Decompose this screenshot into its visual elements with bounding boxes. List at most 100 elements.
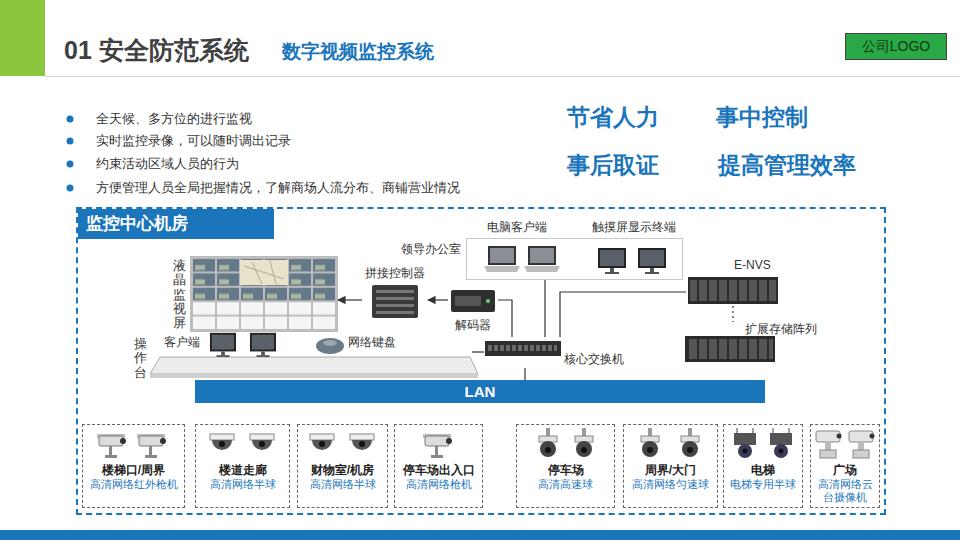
camera-type-label: 高清网络匀速球 <box>626 478 715 491</box>
control-room-frame: 监控中心机房液晶监视屏拼接控制器领导办公室电脑客户端触摸屏显示终端E-NVS解码… <box>76 207 886 515</box>
camera-group: 财物室/机房高清网络半球 <box>297 424 388 508</box>
core-switch: 核心交换机 <box>484 337 630 368</box>
location-label: 电梯 <box>726 463 800 478</box>
nvs-recorder: E-NVS <box>686 258 782 306</box>
storage-bays <box>687 339 773 359</box>
header-bar <box>0 0 45 76</box>
device-slot <box>376 304 414 307</box>
location-label: 楼道走廊 <box>198 463 287 478</box>
device-label: 网络键盘 <box>348 335 396 349</box>
bullet-text: 方便管理人员全局把握情况，了解商场人流分布、商铺营业情况 <box>96 180 460 196</box>
decoder-panel <box>455 296 481 306</box>
gun-camera <box>423 434 452 458</box>
camera-group: 广场高清网络云台摄像机 <box>810 424 880 508</box>
lan-bus: LAN <box>195 380 765 403</box>
logo-text: 公司LOGO <box>862 38 930 56</box>
video-wall-frame <box>190 256 338 332</box>
slogan: 事中控制 <box>716 103 808 131</box>
connector <box>498 300 512 337</box>
camera-type-label: 高清网络半球 <box>198 478 287 491</box>
speed-dome-camera <box>681 428 699 457</box>
decoder: 解码器 <box>448 288 498 334</box>
slogan: 节省人力 <box>567 103 659 131</box>
switch-device <box>485 341 561 356</box>
operator-console: 操作台客户端网络键盘 <box>132 333 472 380</box>
device-label: 拼接控制器 <box>365 266 425 280</box>
device-label: 解码器 <box>455 318 491 332</box>
elevator-camera <box>770 428 792 458</box>
connector <box>338 299 362 300</box>
touch-screen-icon <box>598 248 626 274</box>
splice-controller-device <box>372 285 418 318</box>
speed-dome-camera <box>641 428 659 457</box>
device-label: 触摸屏显示终端 <box>592 220 676 234</box>
dome-camera <box>310 434 334 450</box>
nvs-bays <box>690 280 776 301</box>
camera-group: 周界/大门高清网络匀速球 <box>623 424 718 508</box>
connector <box>524 368 525 380</box>
network-keyboard <box>316 338 344 354</box>
camera-type-label: 高清高速球 <box>519 478 612 491</box>
dome-camera <box>350 434 374 450</box>
slide-subtitle: 数字视频监控系统 <box>282 40 434 64</box>
location-label: 广场 <box>813 463 877 478</box>
camera-type-label: 高清网络云台摄像机 <box>813 478 877 504</box>
leader-office: 领导办公室电脑客户端触摸屏显示终端 <box>466 238 683 280</box>
speed-dome-camera <box>539 428 557 457</box>
infrared-gun-camera <box>137 434 166 458</box>
slogan: 事后取证 <box>567 151 659 179</box>
touch-screen-icon <box>638 248 666 274</box>
console-desk <box>150 357 478 374</box>
camera-type-label: 高清网络半球 <box>300 478 385 491</box>
connector <box>560 292 686 337</box>
ptz-camera <box>849 431 875 458</box>
device-label: 扩展存储阵列 <box>745 322 817 336</box>
keyboard-joystick <box>323 340 337 346</box>
dome-camera <box>250 434 274 450</box>
bullet-text: 实时监控录像，可以随时调出记录 <box>96 133 291 149</box>
header-rule <box>45 76 960 77</box>
connector <box>428 299 448 300</box>
bullet-text: 全天候、多方位的进行监视 <box>96 111 252 127</box>
camera-group: 电梯电梯专用半球 <box>723 424 803 508</box>
bullet-dot <box>67 185 74 192</box>
speed-dome-camera <box>575 428 593 457</box>
nvs-device <box>688 277 778 304</box>
bullet-dot <box>67 161 74 168</box>
bullet-text: 约束活动区域人员的行为 <box>96 156 239 172</box>
dome-camera <box>210 434 234 450</box>
bus-label: LAN <box>465 383 496 400</box>
camera-type-label: 电梯专用半球 <box>726 478 800 491</box>
camera-type-label: 高清网络红外枪机 <box>85 478 182 491</box>
bullet-dot <box>67 138 74 145</box>
camera-group: 楼梯口/周界高清网络红外枪机 <box>82 424 185 508</box>
location-label: 周界/大门 <box>626 463 715 478</box>
ptz-camera <box>816 431 842 458</box>
bullet-dot <box>67 116 74 123</box>
camera-type-label: 高清网络枪机 <box>397 478 480 491</box>
vertical-label: 操作台 <box>134 337 147 380</box>
location-label: 财物室/机房 <box>300 463 385 478</box>
client-monitor <box>250 333 276 357</box>
video-wall-screens <box>192 258 336 301</box>
device-label: 电脑客户端 <box>487 220 547 234</box>
slide-title: 01 安全防范系统 <box>64 35 249 65</box>
client-monitor <box>210 333 236 357</box>
connector <box>732 306 733 322</box>
connector <box>472 351 484 352</box>
decoder-device <box>451 290 495 312</box>
location-label: 停车场 <box>519 463 612 478</box>
slogan: 提高管理效率 <box>718 151 856 179</box>
map-roads <box>244 261 284 284</box>
elevator-camera <box>734 428 756 458</box>
device-slot <box>376 290 414 293</box>
map-screen <box>240 260 288 285</box>
logo-box: 公司LOGO <box>845 33 947 60</box>
infrared-gun-camera <box>97 434 126 458</box>
room-label: 领导办公室 <box>401 242 461 256</box>
video-wall-screens <box>192 301 336 330</box>
splice-controller: 拼接控制器 <box>362 266 428 322</box>
status-light <box>486 299 490 303</box>
frame-heading: 监控中心机房 <box>78 209 274 239</box>
